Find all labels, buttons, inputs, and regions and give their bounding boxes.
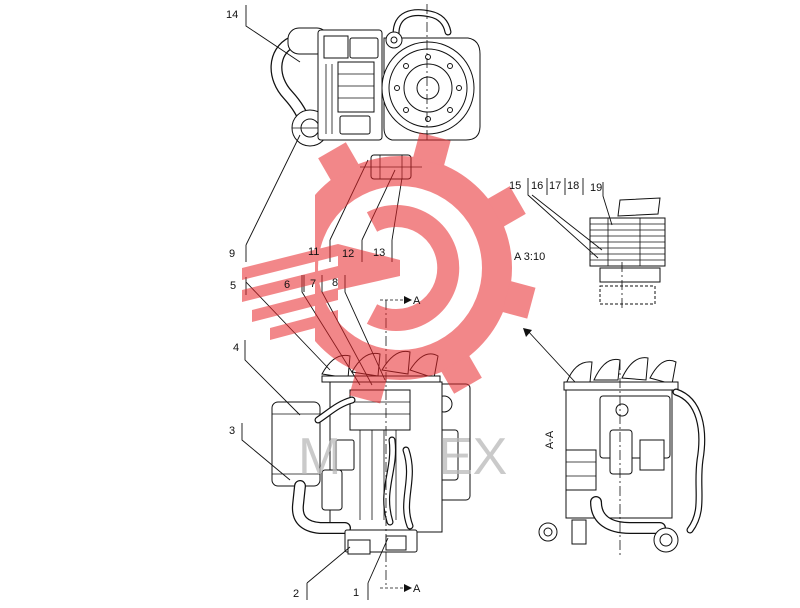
leader-line-9 (245, 134, 301, 262)
callout-labels: 14 15 16 17 18 19 9 11 12 13 5 6 7 8 4 3… (226, 9, 602, 600)
callout-15: 15 (509, 180, 521, 192)
leader-line-15-18 (527, 178, 603, 259)
callout-13: 13 (373, 247, 385, 259)
side-fan-blades (565, 357, 677, 385)
leader-line-side-view (526, 329, 576, 383)
callout-14: 14 (226, 9, 238, 21)
watermark-gear-logo (242, 132, 536, 404)
left-component (565, 449, 597, 491)
flywheel-bolt-holes (394, 54, 462, 122)
detail-view-a (589, 197, 666, 308)
section-line (380, 296, 412, 592)
callout-1: 1 (353, 587, 359, 599)
leader-line-2 (306, 546, 351, 600)
leader-line-19 (602, 182, 613, 226)
callout-3: 3 (229, 425, 235, 437)
callout-18: 18 (567, 180, 579, 192)
side-view-arrowhead (523, 328, 532, 337)
callout-8: 8 (332, 277, 338, 289)
detail-view-label: A 3:10 (514, 251, 545, 263)
watermark-text-left: M (298, 428, 341, 486)
callout-7: 7 (310, 278, 316, 290)
callout-11: 11 (308, 246, 319, 258)
leader-line-14 (245, 5, 301, 63)
callout-6: 6 (284, 279, 290, 291)
section-marker-top: A (413, 295, 421, 307)
leader-line-3 (241, 423, 291, 481)
callout-12: 12 (342, 248, 354, 260)
callout-17: 17 (549, 180, 561, 192)
callout-2: 2 (293, 588, 299, 600)
callout-16: 16 (531, 180, 543, 192)
callout-19: 19 (590, 182, 602, 194)
watermark-text-right: EX (438, 428, 507, 486)
section-view-label: A-A (544, 430, 556, 449)
leader-line-4 (244, 340, 301, 416)
callout-4: 4 (233, 342, 239, 354)
top-view-engine (270, 4, 481, 180)
callout-5: 5 (230, 280, 236, 292)
section-marker-bottom: A (413, 583, 421, 595)
callout-9: 9 (229, 248, 235, 260)
leader-line-1 (367, 537, 389, 600)
side-view-engine (538, 357, 706, 556)
